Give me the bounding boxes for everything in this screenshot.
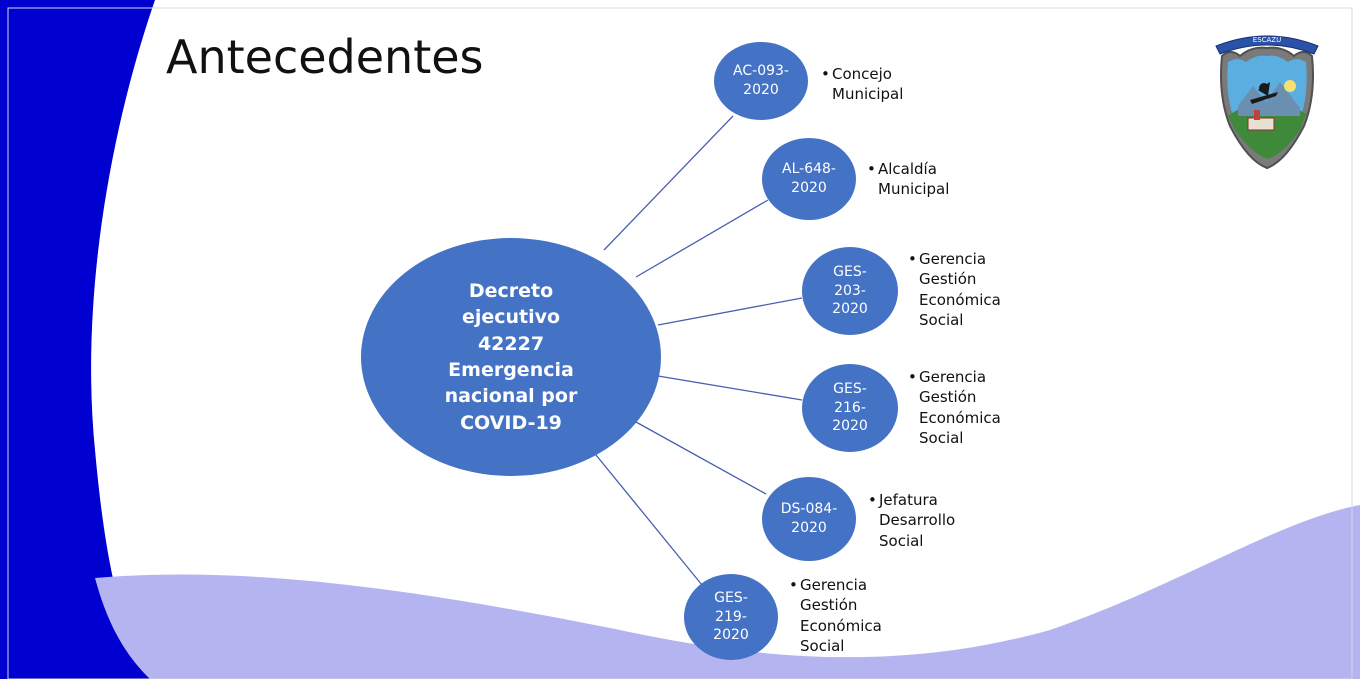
branch-label-ac-093: • Concejo Municipal bbox=[821, 64, 904, 105]
connector-line-2 bbox=[635, 199, 769, 278]
branch-circle-ds-084: DS-084- 2020 bbox=[762, 477, 856, 561]
bullet-dot: • bbox=[908, 368, 917, 386]
branch-label-al-648: • Alcaldía Municipal bbox=[867, 159, 950, 200]
connector-line-4 bbox=[657, 375, 803, 401]
branch-label-ds-084: • Jefatura Desarrollo Social bbox=[868, 490, 956, 551]
branch-circle-ges-219: GES- 219- 2020 bbox=[684, 574, 778, 660]
branch-description: Concejo Municipal bbox=[832, 65, 904, 104]
connector-line-5 bbox=[635, 421, 767, 495]
connector-lines bbox=[595, 115, 803, 586]
center-circle-label: Decreto ejecutivo 42227 Emergencia nacio… bbox=[444, 279, 578, 434]
branch-code: DS-084- 2020 bbox=[780, 501, 838, 536]
branch-description: Gerencia Gestión Económica Social bbox=[800, 576, 882, 655]
branch-circle-ges-216: GES- 216- 2020 bbox=[802, 364, 898, 452]
connector-line-3 bbox=[657, 297, 803, 326]
slide-title: Antecedentes bbox=[166, 30, 484, 84]
branch-description: Jefatura Desarrollo Social bbox=[879, 491, 956, 550]
branch-code: AC-093- 2020 bbox=[733, 63, 789, 98]
branch-description: Alcaldía Municipal bbox=[878, 160, 950, 199]
bullet-dot: • bbox=[868, 491, 877, 509]
branch-label-ges-216: • Gerencia Gestión Económica Social bbox=[908, 367, 1001, 448]
branch-code: GES- 216- 2020 bbox=[832, 380, 868, 435]
branch-label-ges-219: • Gerencia Gestión Económica Social bbox=[789, 575, 882, 656]
center-circle-decreto: Decreto ejecutivo 42227 Emergencia nacio… bbox=[361, 238, 661, 476]
branch-label-ges-203: • Gerencia Gestión Económica Social bbox=[908, 249, 1001, 330]
branch-code: GES- 219- 2020 bbox=[713, 589, 749, 644]
connector-line-6 bbox=[595, 454, 703, 586]
branch-circle-al-648: AL-648- 2020 bbox=[762, 138, 856, 220]
logo-banner-text: ESCAZÚ bbox=[1253, 35, 1281, 44]
branch-code: GES- 203- 2020 bbox=[832, 263, 868, 318]
connector-line-1 bbox=[603, 115, 734, 251]
bullet-dot: • bbox=[908, 250, 917, 268]
bullet-dot: • bbox=[789, 576, 798, 594]
bullet-dot: • bbox=[867, 160, 876, 178]
left-blue-band bbox=[0, 0, 155, 679]
municipal-coat-of-arms-icon: ESCAZÚ bbox=[1215, 35, 1319, 170]
bottom-lavender-wave bbox=[95, 505, 1360, 679]
branch-circle-ac-093: AC-093- 2020 bbox=[714, 42, 808, 120]
branch-description: Gerencia Gestión Económica Social bbox=[919, 368, 1001, 447]
branch-circle-ges-203: GES- 203- 2020 bbox=[802, 247, 898, 335]
branch-code: AL-648- 2020 bbox=[782, 161, 836, 196]
bullet-dot: • bbox=[821, 65, 830, 83]
branch-description: Gerencia Gestión Económica Social bbox=[919, 250, 1001, 329]
